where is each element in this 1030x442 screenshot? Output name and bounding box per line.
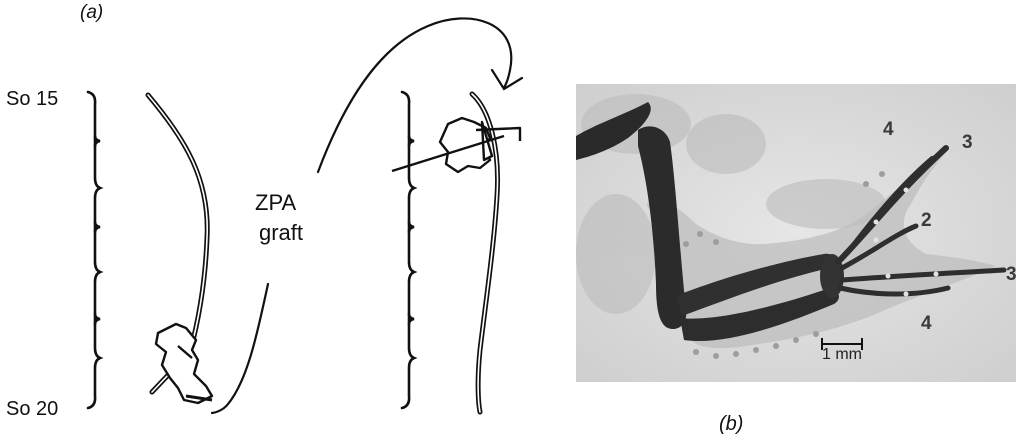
limb-skeleton-photo — [576, 84, 1016, 382]
digit-label-lower-4: 4 — [921, 313, 932, 335]
somite-15-label: So 15 — [6, 89, 58, 109]
graft-label: graft — [259, 222, 303, 244]
digit-label-upper-3: 3 — [962, 132, 973, 154]
panel-b-label: (b) — [719, 414, 743, 434]
digit-label-2: 2 — [921, 210, 932, 232]
scale-bar-label: 1 mm — [822, 346, 862, 364]
digit-label-lower-3: 3 — [1006, 264, 1017, 286]
somite-brace-left — [88, 92, 100, 408]
zpa-label: ZPA — [255, 192, 296, 214]
zpa-graft-block-left — [156, 324, 212, 403]
somite-brace-right — [402, 92, 414, 408]
panel-a-label: (a) — [80, 3, 103, 22]
digit-label-upper-4: 4 — [883, 119, 894, 141]
graft-pointer-line — [212, 284, 268, 413]
somite-20-label: So 20 — [6, 399, 58, 419]
zpa-graft-block-right — [392, 118, 520, 172]
transfer-arrow — [318, 18, 522, 172]
